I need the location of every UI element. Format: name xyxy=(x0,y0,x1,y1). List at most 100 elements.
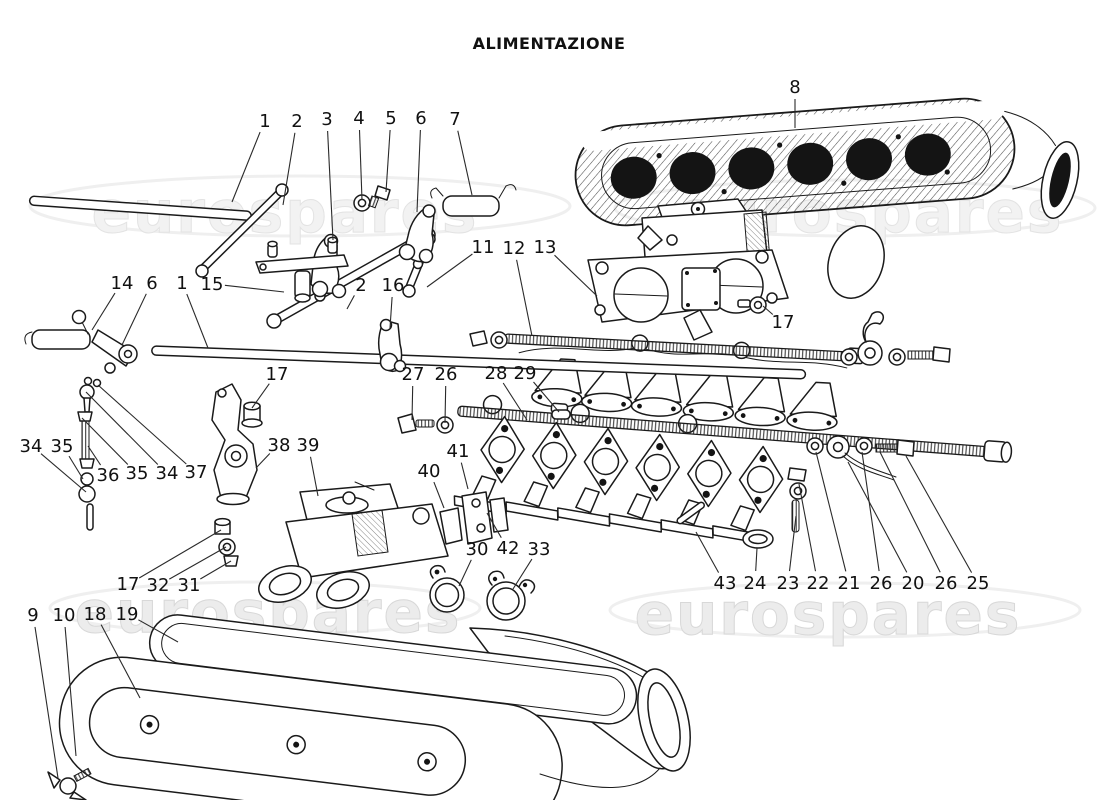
callout-number-2: 2 xyxy=(355,275,366,296)
bracket-15-drawing xyxy=(255,236,349,303)
callout-leader xyxy=(251,383,270,409)
callout-leader xyxy=(458,559,472,587)
callout-leader xyxy=(411,385,414,421)
callout-leader xyxy=(231,131,261,203)
callout-leader xyxy=(879,451,941,573)
callout-number-6: 6 xyxy=(146,273,157,294)
callout-leader xyxy=(815,451,847,572)
callout-leader xyxy=(516,259,533,337)
fuel-pump-drawing xyxy=(258,481,509,609)
callout-number-8: 8 xyxy=(789,77,800,98)
lever-6-top-drawing xyxy=(398,204,436,264)
callout-leader xyxy=(40,453,87,493)
callout-number-20: 20 xyxy=(902,573,925,594)
callout-number-15: 15 xyxy=(201,274,224,295)
callout-number-7: 7 xyxy=(449,109,460,130)
callout-number-26: 26 xyxy=(870,573,893,594)
lever-6-mid-drawing xyxy=(91,329,138,374)
callout-number-31: 31 xyxy=(178,575,201,596)
bushing-17-left-drawing xyxy=(241,401,263,428)
callout-number-14: 14 xyxy=(111,273,134,294)
callout-leader xyxy=(798,483,817,572)
watermark-band-bottom: eurospares eurospares xyxy=(48,578,1082,649)
manifold-bolt-27-drawing xyxy=(397,413,435,434)
callout-leader xyxy=(121,293,147,346)
callout-leader xyxy=(433,481,445,509)
gasket-30-drawing xyxy=(429,564,465,613)
callout-number-32: 32 xyxy=(147,575,170,596)
callout-number-41: 41 xyxy=(447,441,470,462)
callout-number-34: 34 xyxy=(156,463,179,484)
callout-leader xyxy=(416,129,421,213)
callout-leader xyxy=(460,462,469,490)
callout-number-35: 35 xyxy=(51,436,74,457)
callout-leader xyxy=(502,382,528,421)
callout-leader xyxy=(224,284,285,293)
callout-leader xyxy=(255,453,271,469)
callout-leader xyxy=(533,381,560,413)
callout-number-43: 43 xyxy=(714,573,737,594)
callout-number-26: 26 xyxy=(935,573,958,594)
air-cleaner-top-outlet-drawing xyxy=(1040,141,1080,219)
throttle-rod-1-mid-drawing xyxy=(151,345,807,380)
carb-bolt-17-drawing xyxy=(737,296,767,314)
callout-leader xyxy=(389,296,393,329)
intake-manifold-lower-drawing xyxy=(452,394,1013,546)
stud-nut-22-23-drawing xyxy=(787,467,807,533)
callout-leader xyxy=(385,129,391,193)
callout-leader xyxy=(346,295,355,310)
callout-leader xyxy=(97,384,187,465)
callout-leader xyxy=(426,253,473,288)
callout-leader xyxy=(762,305,774,315)
callout-number-25: 25 xyxy=(967,573,990,594)
callout-leader xyxy=(87,445,102,466)
callout-leader xyxy=(169,546,227,580)
callout-number-39: 39 xyxy=(297,435,320,456)
callout-number-4: 4 xyxy=(353,108,364,129)
callout-leader xyxy=(85,391,159,465)
callout-leader xyxy=(309,456,319,497)
pin-43-drawing xyxy=(676,501,705,525)
callout-number-37: 37 xyxy=(185,462,208,483)
callout-leader xyxy=(905,455,973,573)
manifold-front-bolt-washer-drawing xyxy=(469,330,508,349)
callout-number-38: 38 xyxy=(268,435,291,456)
callout-leader xyxy=(138,529,222,579)
lever-16-drawing xyxy=(377,318,407,373)
callout-number-22: 22 xyxy=(807,573,830,594)
wing-bolt-9-drawing xyxy=(47,767,92,800)
callout-number-33: 33 xyxy=(528,539,551,560)
callout-number-42: 42 xyxy=(497,538,520,559)
callout-number-3: 3 xyxy=(321,109,332,130)
callout-number-13: 13 xyxy=(534,237,557,258)
callout-number-23: 23 xyxy=(777,573,800,594)
callout-leader xyxy=(81,417,129,465)
callout-number-19: 19 xyxy=(116,604,139,625)
callout-leader xyxy=(100,624,141,699)
callout-number-17: 17 xyxy=(772,312,795,333)
callout-number-30: 30 xyxy=(466,539,489,560)
callout-number-18: 18 xyxy=(84,604,107,625)
callout-leader xyxy=(358,129,363,201)
callout-number-29: 29 xyxy=(514,363,537,384)
callout-leader xyxy=(68,455,84,480)
callout-number-1: 1 xyxy=(259,111,270,132)
callout-number-35: 35 xyxy=(126,463,149,484)
watermark-text: eurospares xyxy=(635,580,1022,648)
callout-leader xyxy=(34,626,59,779)
callout-leader xyxy=(695,531,720,573)
callout-leader xyxy=(457,130,473,196)
callout-leader xyxy=(91,292,116,331)
link-rod-2a-drawing xyxy=(195,183,289,278)
callout-leader xyxy=(282,132,296,206)
gasket-33-drawing xyxy=(486,570,536,621)
callout-leader xyxy=(755,547,758,572)
callout-number-1: 1 xyxy=(176,273,187,294)
callout-leader xyxy=(788,515,797,572)
adjuster-link-left-drawing xyxy=(77,376,102,531)
air-cleaner-bottom-drawing xyxy=(58,614,691,800)
callout-number-6: 6 xyxy=(415,108,426,129)
callout-number-5: 5 xyxy=(385,108,396,129)
callout-number-2: 2 xyxy=(291,111,302,132)
